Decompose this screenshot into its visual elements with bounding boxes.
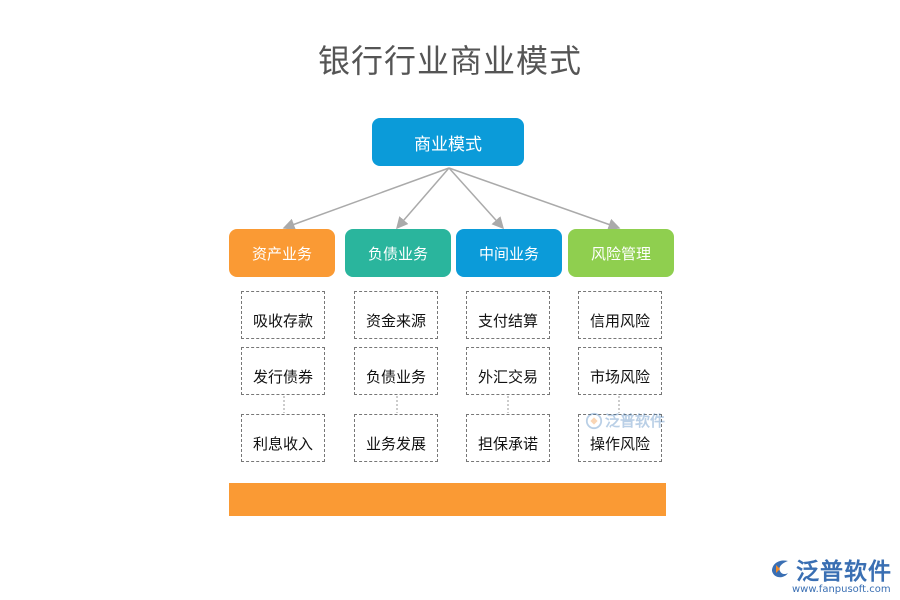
arrow-to-cat-4 xyxy=(448,167,621,231)
item-assets-1: 吸收存款 xyxy=(241,291,325,339)
category-risk: 风险管理 xyxy=(568,229,674,277)
bottom-bar xyxy=(229,483,666,516)
item-liabilities-1: 资金来源 xyxy=(354,291,438,339)
item-intermediary-3: 担保承诺 xyxy=(466,414,550,462)
watermark-center-text: 泛普软件 xyxy=(605,412,666,430)
fanpu-logo-icon xyxy=(585,412,603,429)
item-assets-3: 利息收入 xyxy=(241,414,325,462)
item-risk-1: 信用风险 xyxy=(578,291,662,339)
item-assets-2: 发行债券 xyxy=(241,347,325,395)
category-assets: 资产业务 xyxy=(229,229,335,277)
item-intermediary-2: 外汇交易 xyxy=(466,347,550,395)
root-node: 商业模式 xyxy=(372,118,524,166)
item-liabilities-2: 负债业务 xyxy=(354,347,438,395)
category-intermediary: 中间业务 xyxy=(456,229,562,277)
category-liabilities: 负债业务 xyxy=(345,229,451,277)
page-title: 银行行业商业模式 xyxy=(317,42,582,80)
watermark-logo: 泛普软件 www.fanpusoft.com xyxy=(768,552,892,595)
item-intermediary-1: 支付结算 xyxy=(466,291,550,339)
item-risk-3: 操作风险 xyxy=(578,414,662,462)
arrow-to-cat-2 xyxy=(396,167,450,230)
item-liabilities-3: 业务发展 xyxy=(354,414,438,462)
item-risk-2: 市场风险 xyxy=(578,347,662,395)
watermark-url: www.fanpusoft.com xyxy=(792,584,891,595)
arrow-to-cat-3 xyxy=(448,167,505,230)
watermark-center: 泛普软件 xyxy=(585,410,665,431)
arrow-to-cat-1 xyxy=(282,167,450,231)
watermark-brand-text: 泛普软件 xyxy=(796,559,892,585)
fanpu-logo-icon xyxy=(772,560,788,578)
